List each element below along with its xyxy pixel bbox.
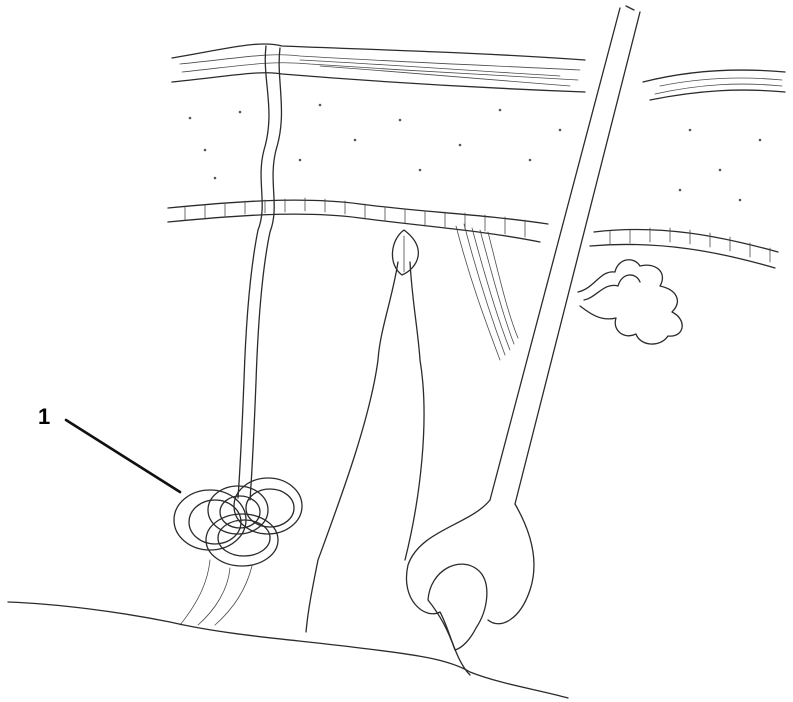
sebaceous-gland	[578, 260, 682, 344]
subcutaneous-boundary	[8, 602, 568, 698]
callout-label-1: 1	[38, 404, 50, 430]
dermis-dots	[189, 104, 762, 202]
epidermis-layer	[172, 44, 785, 100]
hair-bulb	[406, 500, 534, 675]
arrector-pili-muscle	[456, 224, 518, 360]
hair-shaft	[490, 6, 640, 504]
callout-leader-line	[66, 420, 180, 492]
sweat-gland	[174, 46, 302, 625]
